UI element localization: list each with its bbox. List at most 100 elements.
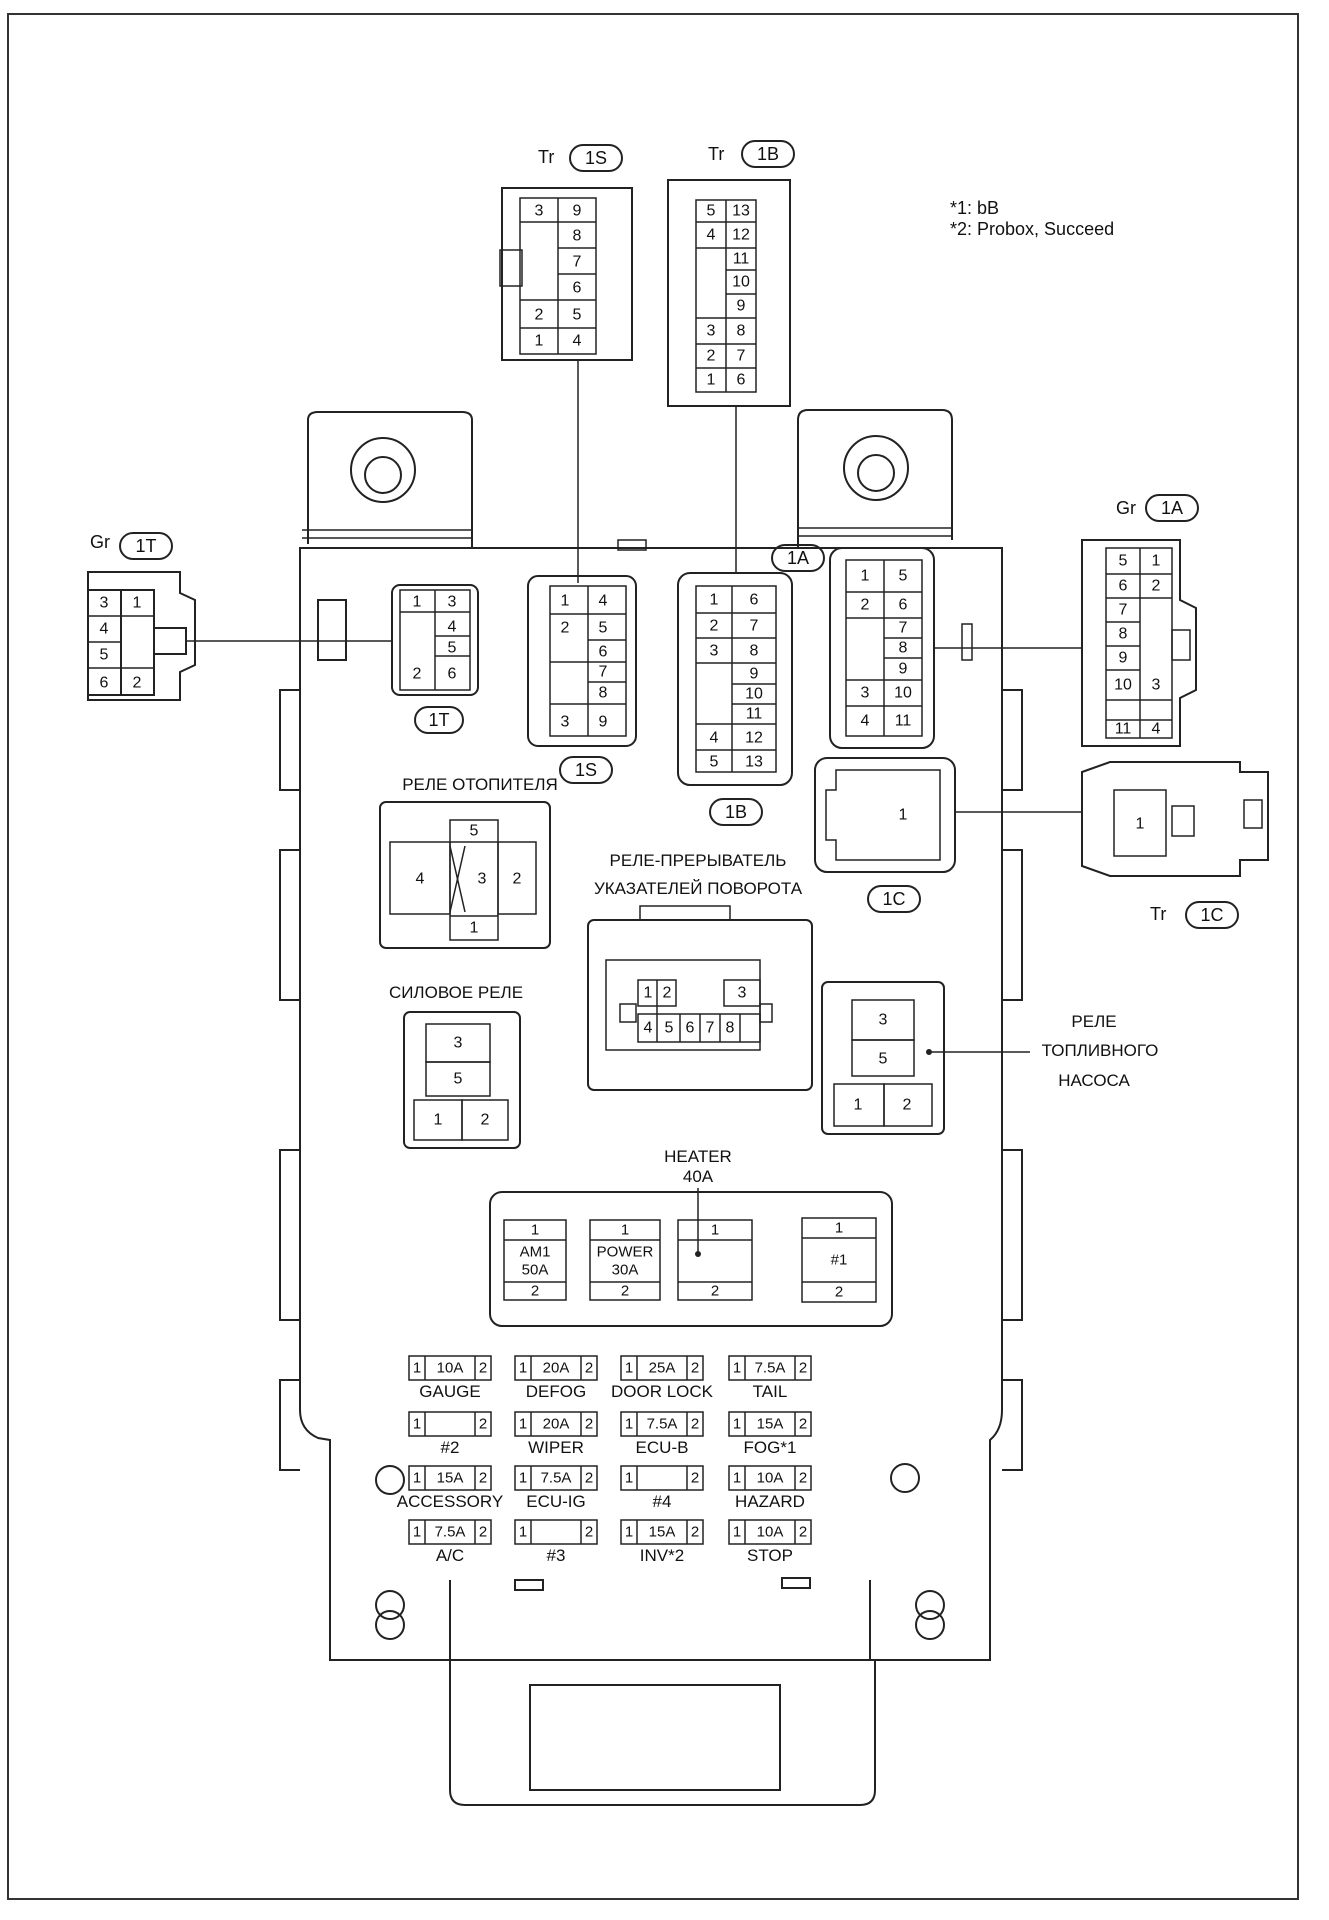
connector-1S-color: Tr [538, 147, 554, 167]
pin: 10 [732, 274, 750, 291]
pin: 3 [478, 871, 487, 888]
power-relay-label: СИЛОВОЕ РЕЛЕ [389, 983, 523, 1002]
connector-1A-color: Gr [1116, 498, 1136, 518]
pin: 3 [707, 323, 716, 340]
fuse-pin-left: 1 [413, 1524, 421, 1541]
pin: 13 [745, 754, 763, 771]
fuse-pin: 2 [711, 1283, 719, 1300]
pin: 5 [573, 307, 582, 324]
flasher-label-line1: РЕЛЕ-ПРЕРЫВАТЕЛЬ [610, 851, 787, 870]
pin: 1 [644, 985, 653, 1002]
connector-1C: 1 1C 1 Tr 1C [814, 757, 1269, 929]
connector-1C-code: 1C [1200, 905, 1223, 925]
pin: 5 [710, 754, 719, 771]
pin: 6 [100, 675, 109, 692]
pin: 3 [454, 1035, 463, 1052]
pin: 3 [879, 1012, 888, 1029]
pin: 4 [100, 621, 109, 638]
pin: 5 [454, 1071, 463, 1088]
fuse-pin-right: 2 [479, 1416, 487, 1433]
large-fuse-block: HEATER 40A 1 AM1 50A 2 1 POWER 30A 2 1 2 [489, 1147, 893, 1327]
pin: 11 [733, 251, 750, 268]
connector-1S-external: Tr 1S 3 9 8 7 6 2 5 1 4 [499, 144, 633, 583]
fuse-amperage: 15A [437, 1470, 464, 1487]
fuse-pin-left: 1 [733, 1360, 741, 1377]
fuel-pump-relay: 3 5 1 2 РЕЛЕ ТОПЛИВНОГО НАСОСА [821, 981, 1158, 1135]
pin: 9 [899, 661, 908, 678]
pin: 7 [599, 664, 608, 681]
note-2: *2: Probox, Succeed [950, 219, 1114, 239]
connector-1S-code: 1S [585, 148, 607, 168]
pin: 1 [861, 568, 870, 585]
power-relay: СИЛОВОЕ РЕЛЕ 3 5 1 2 [389, 983, 523, 1149]
pin: 3 [1152, 677, 1161, 694]
pin: 12 [732, 227, 750, 244]
fuse-name: ACCESSORY [397, 1492, 503, 1511]
pin: 6 [750, 592, 759, 609]
heater-fuse-label-line1: HEATER [664, 1147, 732, 1166]
pin: 8 [737, 323, 746, 340]
fuse-pin: 1 [835, 1220, 843, 1237]
pin: 6 [448, 666, 457, 683]
fuse-amperage: 15A [757, 1416, 784, 1433]
pin: 11 [895, 713, 912, 730]
fuel-relay-label-line3: НАСОСА [1058, 1071, 1130, 1090]
fuse-name: INV*2 [640, 1546, 684, 1565]
heater-relay: РЕЛЕ ОТОПИТЕЛЯ 5 4 3 2 1 [379, 775, 558, 949]
connector-1T-code: 1T [135, 536, 156, 556]
pin: 1 [434, 1112, 443, 1129]
connector-1S-box: 1 4 2 5 6 7 8 3 9 1S [527, 575, 637, 784]
fuse-amperage: 7.5A [755, 1360, 786, 1377]
pin: 2 [535, 307, 544, 324]
pin: 1 [1136, 816, 1145, 833]
pin: 5 [707, 203, 716, 220]
fuse-pin: 2 [621, 1283, 629, 1300]
pin: 4 [416, 871, 425, 888]
pin: 13 [732, 203, 750, 220]
pin: 1 [470, 920, 479, 937]
pin: 8 [726, 1020, 735, 1037]
connector-1C-code: 1C [882, 889, 905, 909]
pin: 1 [707, 372, 716, 389]
heater-fuse-label-line2: 40A [683, 1167, 714, 1186]
fuse-name: POWER [597, 1244, 654, 1261]
fuse-name: DEFOG [526, 1382, 586, 1401]
turn-signal-flasher-relay: РЕЛЕ-ПРЕРЫВАТЕЛЬ УКАЗАТЕЛЕЙ ПОВОРОТА 1 2… [587, 851, 813, 1091]
fuse-name: #2 [441, 1438, 460, 1457]
pin: 7 [706, 1020, 715, 1037]
pin: 7 [737, 348, 746, 365]
connector-1T-external: Gr 1T 3 1 4 5 6 2 [87, 532, 392, 701]
fuse-pin-right: 2 [585, 1470, 593, 1487]
fuse-name: HAZARD [735, 1492, 805, 1511]
fuse-amperage: 7.5A [647, 1416, 678, 1433]
connector-1T-box: 1 3 4 5 2 6 1T [317, 584, 479, 734]
fuse-pin-right: 2 [691, 1470, 699, 1487]
pin: 3 [861, 685, 870, 702]
fuse-pin-right: 2 [691, 1524, 699, 1541]
pin: 2 [710, 618, 719, 635]
pin: 8 [573, 228, 582, 245]
pin: 5 [470, 823, 479, 840]
fuse-pin-left: 1 [413, 1470, 421, 1487]
connector-1A-code: 1A [787, 548, 809, 568]
pin: 4 [644, 1020, 653, 1037]
pin: 8 [599, 685, 608, 702]
pin: 6 [1119, 578, 1128, 595]
fuse-amperage: 25A [649, 1360, 676, 1377]
fuse-name: ECU-IG [526, 1492, 586, 1511]
pin: 5 [599, 620, 608, 637]
pin: 6 [737, 372, 746, 389]
pin: 2 [861, 597, 870, 614]
fuel-relay-label-line1: РЕЛЕ [1071, 1012, 1116, 1031]
pin: 2 [1152, 578, 1161, 595]
connector-1A-box: 1A 1 5 2 6 7 8 9 3 10 4 11 [771, 544, 1082, 749]
fuse-pin-left: 1 [625, 1360, 633, 1377]
pin: 1 [535, 333, 544, 350]
fuse-pin-left: 1 [733, 1470, 741, 1487]
